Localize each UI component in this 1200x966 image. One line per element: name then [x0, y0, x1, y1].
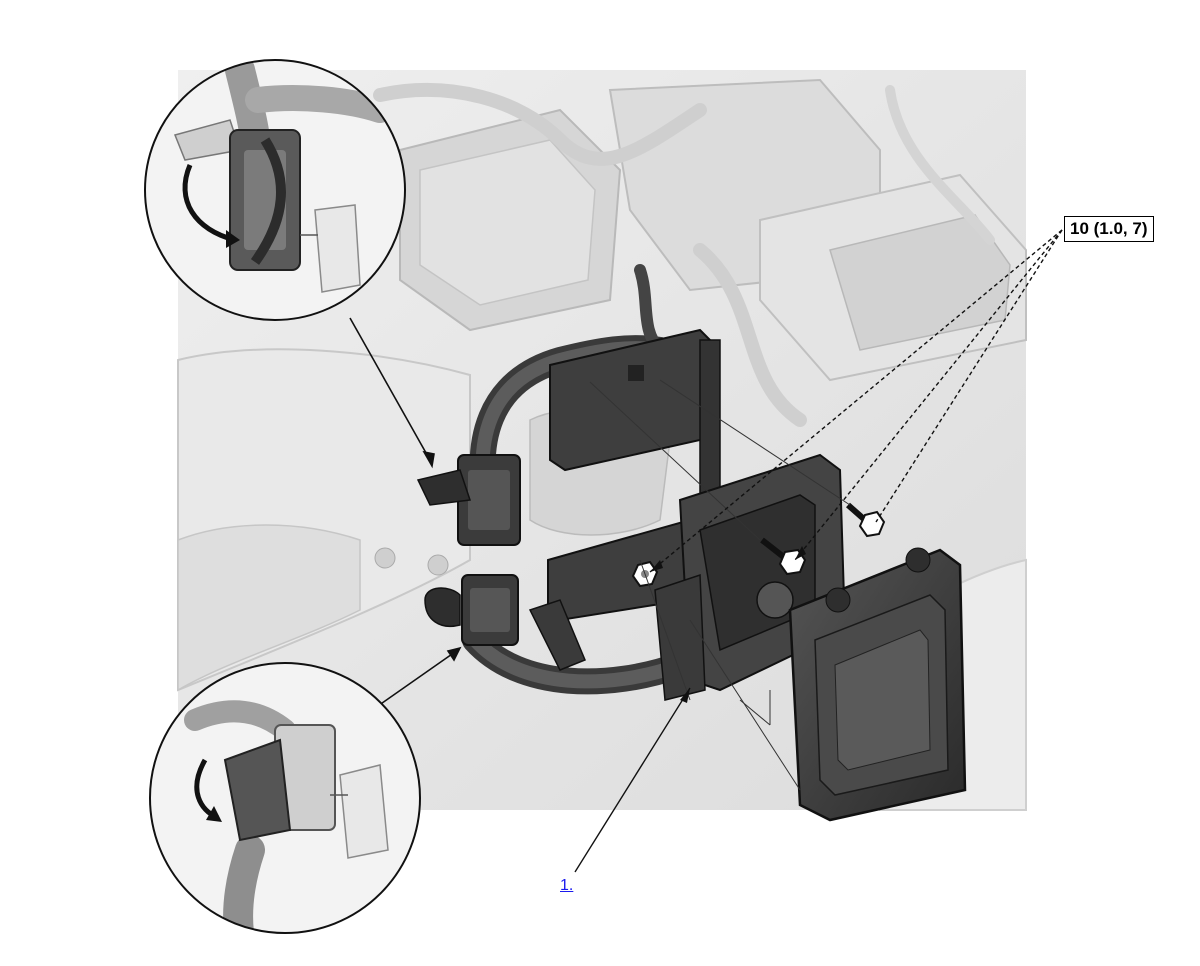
lower-harness-connector	[424, 574, 519, 646]
inset-pointer-arrows	[349, 317, 462, 709]
torque-leader-lines	[649, 229, 1063, 573]
upper-harness-connector	[416, 454, 521, 546]
assembly-guide-lines	[589, 379, 851, 791]
radar-cover	[788, 547, 967, 822]
torque-callout: 10 (1.0, 7)	[1064, 216, 1154, 242]
step-leader-line	[574, 687, 691, 873]
bolt-right	[846, 502, 886, 538]
step-1-link[interactable]: 1.	[560, 877, 574, 894]
top-detail-inset	[144, 59, 406, 321]
bottom-detail-inset	[149, 662, 421, 934]
